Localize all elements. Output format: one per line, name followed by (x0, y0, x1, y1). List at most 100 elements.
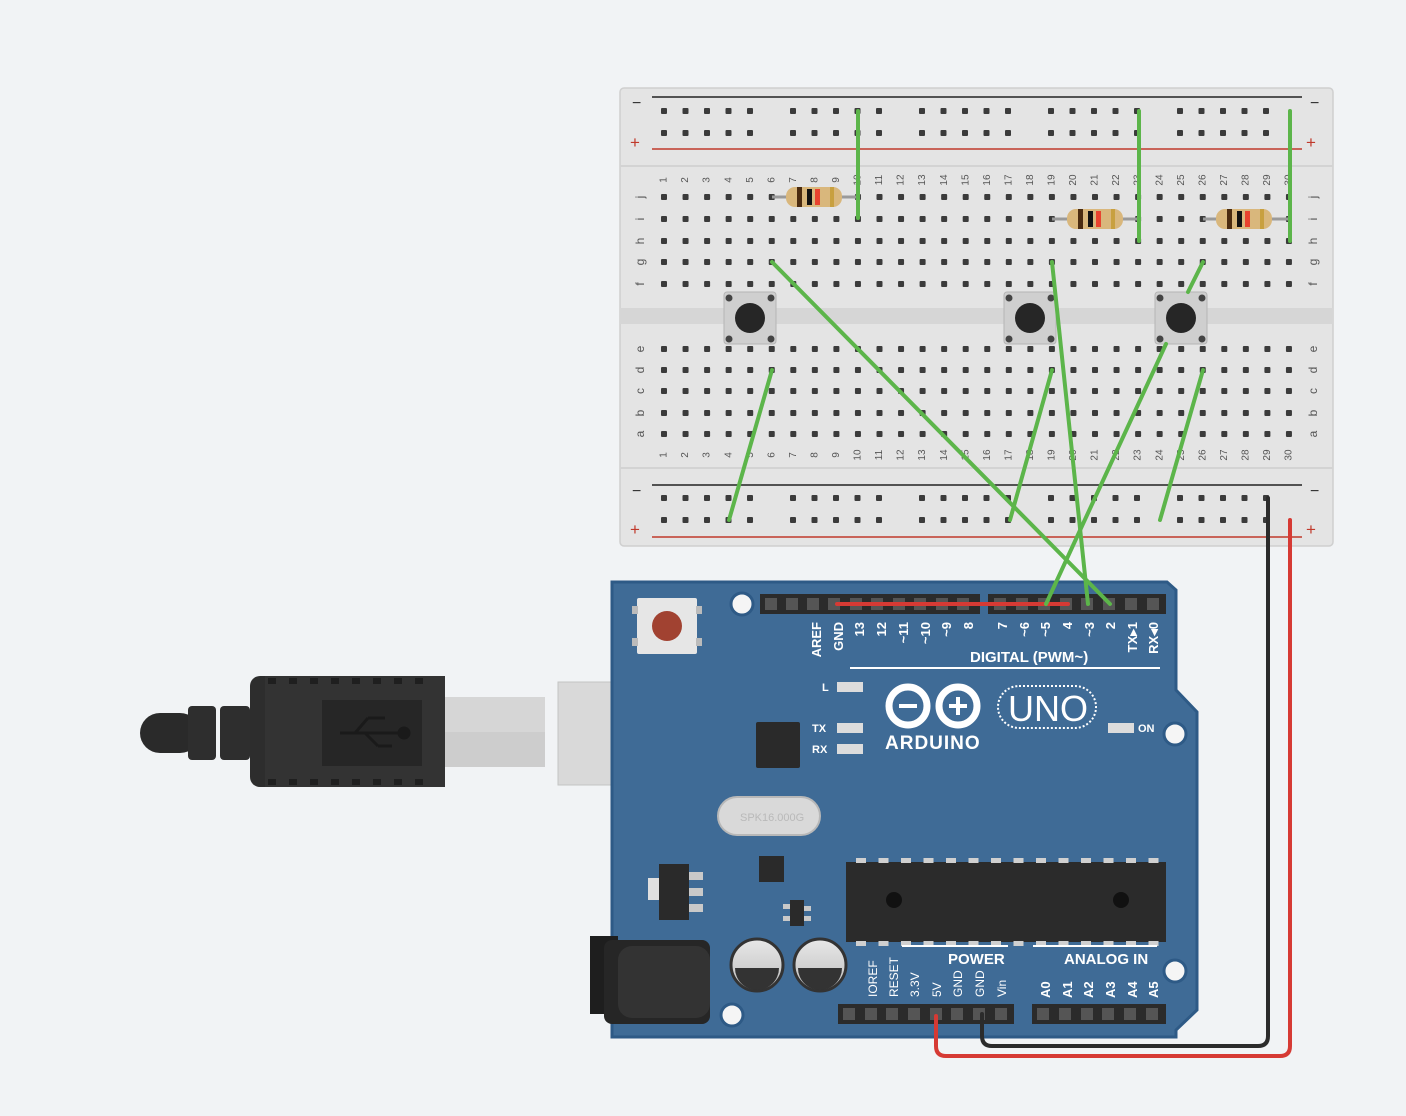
column-number: 14 (939, 174, 950, 186)
uno-badge (997, 685, 1097, 729)
usb-chip (756, 722, 800, 768)
pushbutton-2[interactable] (1003, 291, 1057, 345)
column-number: 11 (874, 174, 885, 185)
column-number: 19 (1047, 174, 1058, 186)
digital-pin-label: 13 (852, 622, 867, 636)
wire-red-5v (934, 518, 1292, 1058)
column-number: 8 (809, 177, 820, 183)
power-pin-label: 5V (930, 982, 944, 997)
column-number: 25 (1176, 174, 1187, 186)
column-number: 5 (745, 452, 756, 458)
column-number: 15 (960, 449, 971, 461)
crystal-label: SPK16.000G (740, 812, 804, 824)
rail-plus-bottom-right: + (1306, 520, 1316, 539)
analog-header[interactable] (1032, 1004, 1166, 1024)
breadboard-holes (661, 108, 1292, 523)
row-letter: a (633, 430, 647, 437)
column-number: 5 (745, 177, 756, 183)
power-header[interactable] (838, 1004, 1014, 1024)
power-pin-label: RESET (887, 956, 901, 997)
column-number: 6 (766, 177, 777, 183)
column-number: 12 (896, 449, 907, 461)
wire-green-btn1-plus (727, 368, 774, 522)
row-letter: h (1306, 238, 1320, 245)
column-number: 7 (788, 177, 799, 183)
analog-pin-label: A5 (1146, 981, 1161, 998)
row-letter: j (1306, 196, 1320, 200)
wires[interactable] (727, 109, 1292, 1058)
power-pin-label: GND (973, 970, 987, 997)
column-number: 4 (723, 177, 734, 183)
row-letter: f (1306, 282, 1320, 286)
reset-button[interactable] (632, 598, 702, 654)
led-on (1108, 723, 1134, 733)
digital-pin-label: ~5 (1038, 622, 1053, 637)
row-letter: b (633, 409, 647, 416)
column-number: 17 (1003, 449, 1014, 461)
pushbutton-1[interactable] (723, 291, 777, 345)
power-pin-label: Vin (995, 980, 1009, 997)
column-number: 26 (1197, 449, 1208, 461)
column-number: 3 (702, 452, 713, 458)
power-jack[interactable] (590, 936, 710, 1024)
voltage-regulator (648, 864, 703, 920)
arduino-brand: ARDUINO (885, 733, 981, 754)
digital-pin-label: ~11 (896, 622, 911, 643)
resistor-1[interactable] (772, 187, 858, 207)
column-number: 1 (659, 452, 670, 458)
usb-icon (340, 716, 411, 748)
led-tx (837, 723, 863, 733)
rail-plus-top-right: + (1306, 133, 1316, 152)
rail-minus-bottom-right: − (1310, 483, 1319, 500)
row-letter: g (1306, 259, 1320, 266)
column-number: 21 (1090, 174, 1101, 186)
column-number: 16 (982, 174, 993, 186)
led-l-label: L (822, 682, 829, 694)
column-number: 11 (874, 449, 885, 460)
analog-pin-label: A1 (1060, 981, 1075, 998)
digital-header-label: DIGITAL (PWM~) (970, 649, 1088, 666)
column-number: 30 (1284, 449, 1295, 461)
row-letter: i (1306, 218, 1320, 221)
column-number: 25 (1176, 449, 1187, 461)
digital-pin-label: 7 (995, 622, 1010, 629)
column-number: 14 (939, 449, 950, 461)
column-number: 2 (680, 177, 691, 183)
digital-pin-label: AREF (809, 622, 824, 657)
row-letter: e (1306, 345, 1320, 352)
column-number: 28 (1240, 449, 1251, 461)
capacitor-1 (729, 937, 785, 993)
rail-minus-bottom-left: − (632, 483, 641, 500)
pushbutton-3[interactable] (1154, 291, 1208, 345)
digital-pin-label: RX◂0 (1146, 622, 1161, 654)
wire-green-btn3-plus (1158, 368, 1205, 522)
column-number: 7 (788, 452, 799, 458)
led-on-label: ON (1138, 723, 1155, 735)
digital-pin-label: ~10 (918, 622, 933, 644)
digital-pin-label: 2 (1103, 622, 1118, 629)
column-number: 19 (1047, 449, 1058, 461)
row-letter: b (1306, 409, 1320, 416)
arduino-logo-symbols (899, 697, 967, 715)
column-number: 29 (1262, 174, 1273, 186)
column-number: 29 (1262, 449, 1273, 461)
column-number: 28 (1240, 174, 1251, 186)
resistor-2[interactable] (1052, 209, 1138, 229)
led-rx (837, 744, 863, 754)
column-number: 15 (960, 174, 971, 186)
resistor-3[interactable] (1203, 209, 1290, 229)
row-letter: f (633, 282, 647, 286)
column-number: 27 (1219, 174, 1230, 186)
column-number: 3 (702, 177, 713, 183)
column-number: 18 (1025, 449, 1036, 461)
column-number: 10 (853, 449, 864, 461)
column-number: 4 (723, 452, 734, 458)
column-number: 26 (1197, 174, 1208, 186)
digital-pin-label: 8 (961, 622, 976, 629)
analog-pin-label: A0 (1038, 981, 1053, 998)
